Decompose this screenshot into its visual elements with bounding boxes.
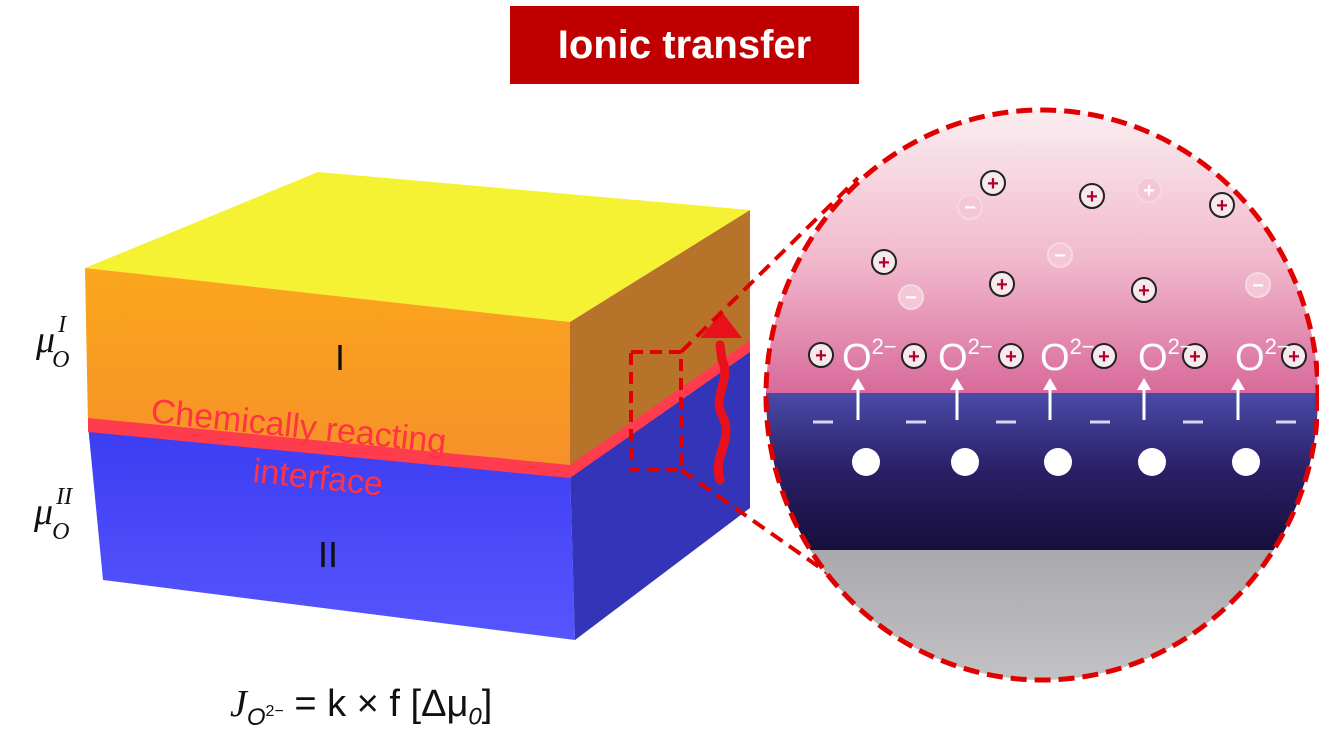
zoom-ion: + <box>1091 343 1117 369</box>
arrow-up-head <box>851 378 865 390</box>
zoom-ion: + <box>901 343 927 369</box>
svg-text:+: + <box>1143 180 1155 202</box>
zoom-ion: + <box>871 249 897 275</box>
vacancy-dot <box>951 448 979 476</box>
zoom-ion: + <box>989 271 1015 297</box>
svg-text:+: + <box>1138 280 1150 302</box>
svg-text:−: − <box>964 197 976 219</box>
zoom-ion: + <box>998 343 1024 369</box>
layer-one-front <box>85 268 570 470</box>
svg-text:+: + <box>1005 346 1017 368</box>
vacancy-dot <box>1138 448 1166 476</box>
vacancy-dot <box>1044 448 1072 476</box>
vacancy-dot <box>852 448 880 476</box>
svg-text:+: + <box>1288 346 1300 368</box>
zoom-ion: − <box>1047 242 1073 268</box>
layer-two-label: II <box>318 534 338 575</box>
selection-box <box>629 350 683 472</box>
svg-text:+: + <box>996 274 1008 296</box>
svg-text:+: + <box>1098 346 1110 368</box>
zoom-ion: − <box>957 194 983 220</box>
arrow-up-head <box>950 378 964 390</box>
wavy-arrow-head <box>700 312 742 338</box>
zoom-content: ++++−−−+++−++++++O2−O2−O2−O2−O2− <box>808 170 1307 476</box>
svg-text:+: + <box>1086 186 1098 208</box>
svg-text:+: + <box>878 252 890 274</box>
zoom-ion: + <box>1136 177 1162 203</box>
svg-text:+: + <box>908 346 920 368</box>
title-banner: Ionic transfer <box>510 6 859 84</box>
zoom-ion: − <box>1245 272 1271 298</box>
svg-text:+: + <box>1189 346 1201 368</box>
layer-one-side <box>570 210 750 470</box>
zoom-connector-top <box>679 176 860 354</box>
zoom-ion: + <box>1131 277 1157 303</box>
svg-text:−: − <box>1054 245 1066 267</box>
equation-rhs: = k × f [Δμ <box>294 683 469 725</box>
zoom-ion: + <box>1182 343 1208 369</box>
arrow-up-head <box>1137 378 1151 390</box>
svg-text:+: + <box>815 345 827 367</box>
zoom-border <box>763 107 1319 683</box>
zoom-ion: − <box>898 284 924 310</box>
zoom-ion: + <box>980 170 1006 196</box>
flux-equation: JO2− = k × f [Δμ0] <box>230 683 493 731</box>
svg-text:+: + <box>987 173 999 195</box>
zoom-ion: + <box>808 342 834 368</box>
arrow-up-head <box>1043 378 1057 390</box>
svg-text:−: − <box>905 287 917 309</box>
metal-region <box>766 550 1318 680</box>
svg-text:+: + <box>1216 195 1228 217</box>
zoom-ion: + <box>1079 183 1105 209</box>
layered-block <box>85 172 750 640</box>
oxygen-ion-label: O2− <box>1138 334 1193 379</box>
zoom-ion: + <box>1281 343 1307 369</box>
zoom-ion: + <box>1209 192 1235 218</box>
substrate-region <box>766 393 1318 550</box>
interface-plane <box>88 340 750 478</box>
arrow-up-head <box>1231 378 1245 390</box>
top-face <box>85 172 750 322</box>
vacancy-dot <box>1232 448 1260 476</box>
layer-two-side <box>570 345 750 640</box>
title-text: Ionic transfer <box>557 22 812 67</box>
layer-two-front <box>88 425 575 640</box>
layer-one-label: I <box>335 337 345 378</box>
wavy-arrow <box>713 340 731 485</box>
svg-text:−: − <box>1252 275 1264 297</box>
